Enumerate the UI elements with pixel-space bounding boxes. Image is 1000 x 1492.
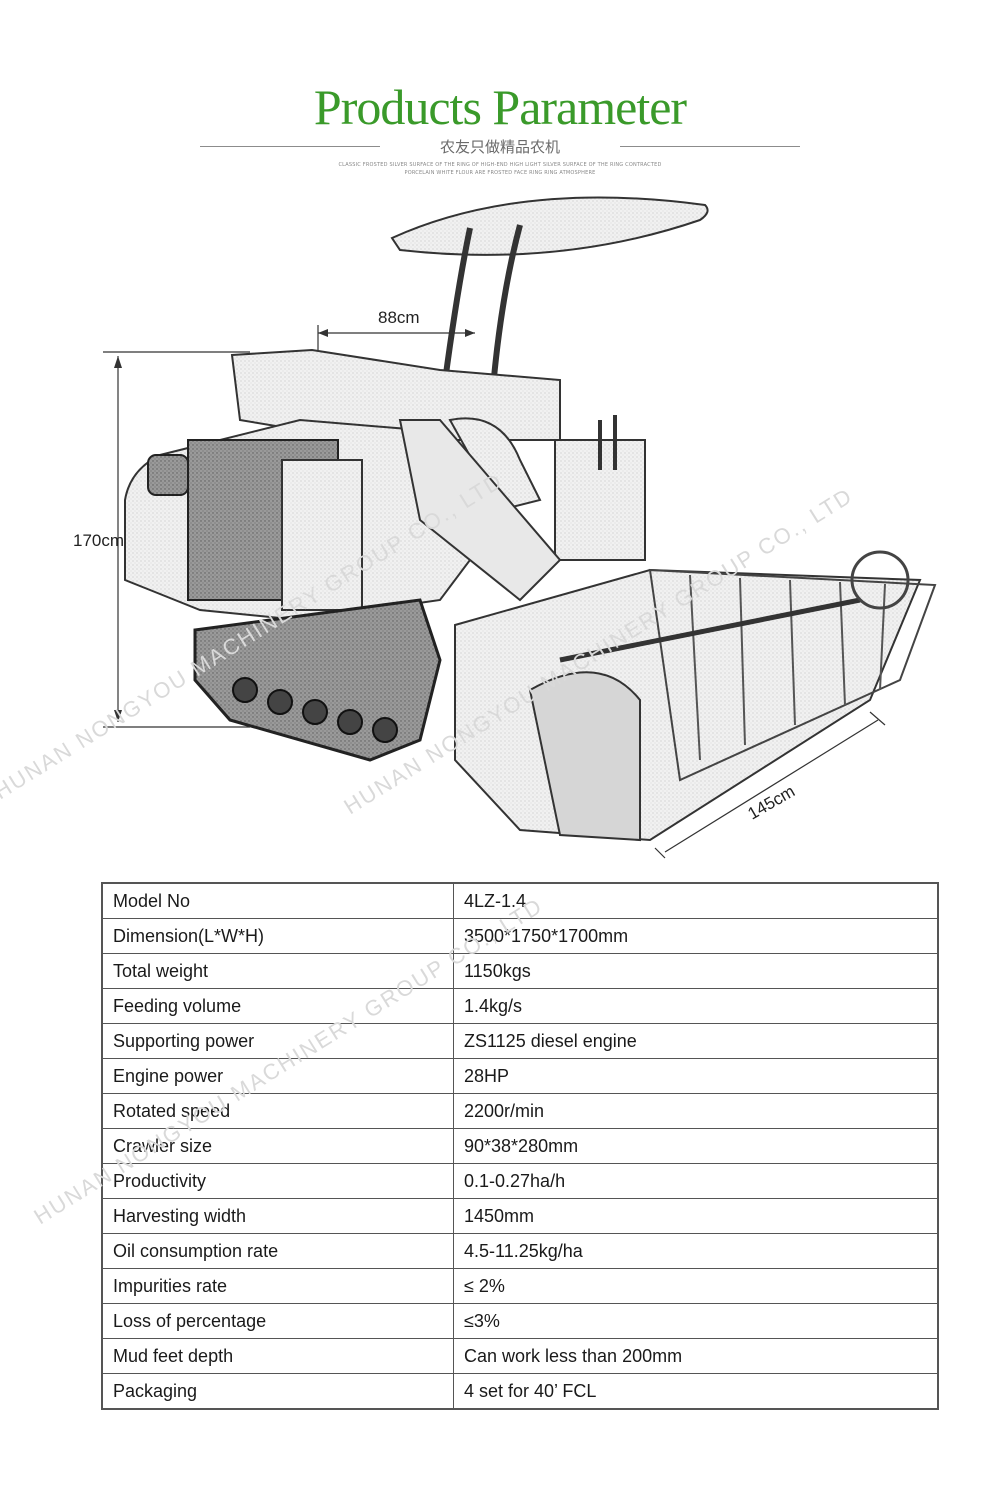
spec-value: ZS1125 diesel engine bbox=[453, 1023, 938, 1059]
spec-label: Oil consumption rate bbox=[102, 1233, 454, 1269]
spec-label: Impurities rate bbox=[102, 1268, 454, 1304]
dimension-width-top: 88cm bbox=[317, 308, 475, 350]
spec-label: Packaging bbox=[102, 1373, 454, 1409]
subtitle-divider-right bbox=[620, 146, 800, 147]
spec-value: 1.4kg/s bbox=[453, 988, 938, 1024]
fine-print-line-2: PORCELAIN WHITE FLOUR ARE FROSTED FACE R… bbox=[404, 170, 596, 176]
dimension-width-top-label: 88cm bbox=[378, 308, 420, 327]
spec-value: ≤ 2% bbox=[453, 1268, 938, 1304]
spec-value: ≤3% bbox=[453, 1303, 938, 1339]
spec-value: 28HP bbox=[453, 1058, 938, 1094]
header-reel bbox=[454, 550, 937, 842]
dimension-height-label: 170cm bbox=[73, 531, 124, 550]
spec-value: 0.1-0.27ha/h bbox=[453, 1163, 938, 1199]
spec-label: Engine power bbox=[102, 1058, 454, 1094]
spec-value: 2200r/min bbox=[453, 1093, 938, 1129]
spec-value: 3500*1750*1700mm bbox=[453, 918, 938, 954]
spec-label: Mud feet depth bbox=[102, 1338, 454, 1374]
spec-value: 1450mm bbox=[453, 1198, 938, 1234]
page-title: Products Parameter bbox=[313, 79, 687, 135]
spec-label: Model No bbox=[102, 883, 454, 919]
spec-label: Loss of percentage bbox=[102, 1303, 454, 1339]
spec-label: Crawler size bbox=[102, 1128, 454, 1164]
spec-value: 1150kgs bbox=[453, 953, 938, 989]
spec-label: Productivity bbox=[102, 1163, 454, 1199]
spec-value: 90*38*280mm bbox=[453, 1128, 938, 1164]
spec-label: Harvesting width bbox=[102, 1198, 454, 1234]
subtitle: 农友只做精品农机 bbox=[439, 138, 560, 156]
spec-value: Can work less than 200mm bbox=[453, 1338, 938, 1374]
spec-label: Dimension(L*W*H) bbox=[102, 918, 454, 954]
fine-print-line-1: CLASSIC FROSTED SILVER SURFACE OF THE RI… bbox=[338, 162, 662, 168]
harvester-illustration: 88cm 170cm 145cm HUNAN NONGYOU MACHINERY… bbox=[0, 196, 937, 859]
spec-label: Supporting power bbox=[102, 1023, 454, 1059]
spec-value: 4 set for 40’ FCL bbox=[453, 1373, 938, 1409]
dimension-header-width-label: 145cm bbox=[745, 781, 799, 823]
subtitle-row: 农友只做精品农机 bbox=[200, 136, 800, 156]
crawler-track bbox=[193, 598, 442, 762]
spec-label: Rotated speed bbox=[102, 1093, 454, 1129]
table-row: Loss of percentage≤3% bbox=[102, 1303, 938, 1339]
table-row: Impurities rate≤ 2% bbox=[102, 1268, 938, 1304]
harvester-body bbox=[124, 348, 646, 622]
spec-value: 4LZ-1.4 bbox=[453, 883, 938, 919]
spec-label: Feeding volume bbox=[102, 988, 454, 1024]
dimension-height: 170cm bbox=[73, 351, 250, 728]
table-row: Dimension(L*W*H)3500*1750*1700mm bbox=[102, 918, 938, 954]
spec-value: 4.5-11.25kg/ha bbox=[453, 1233, 938, 1269]
subtitle-divider-left bbox=[200, 146, 380, 147]
spec-label: Total weight bbox=[102, 953, 454, 989]
